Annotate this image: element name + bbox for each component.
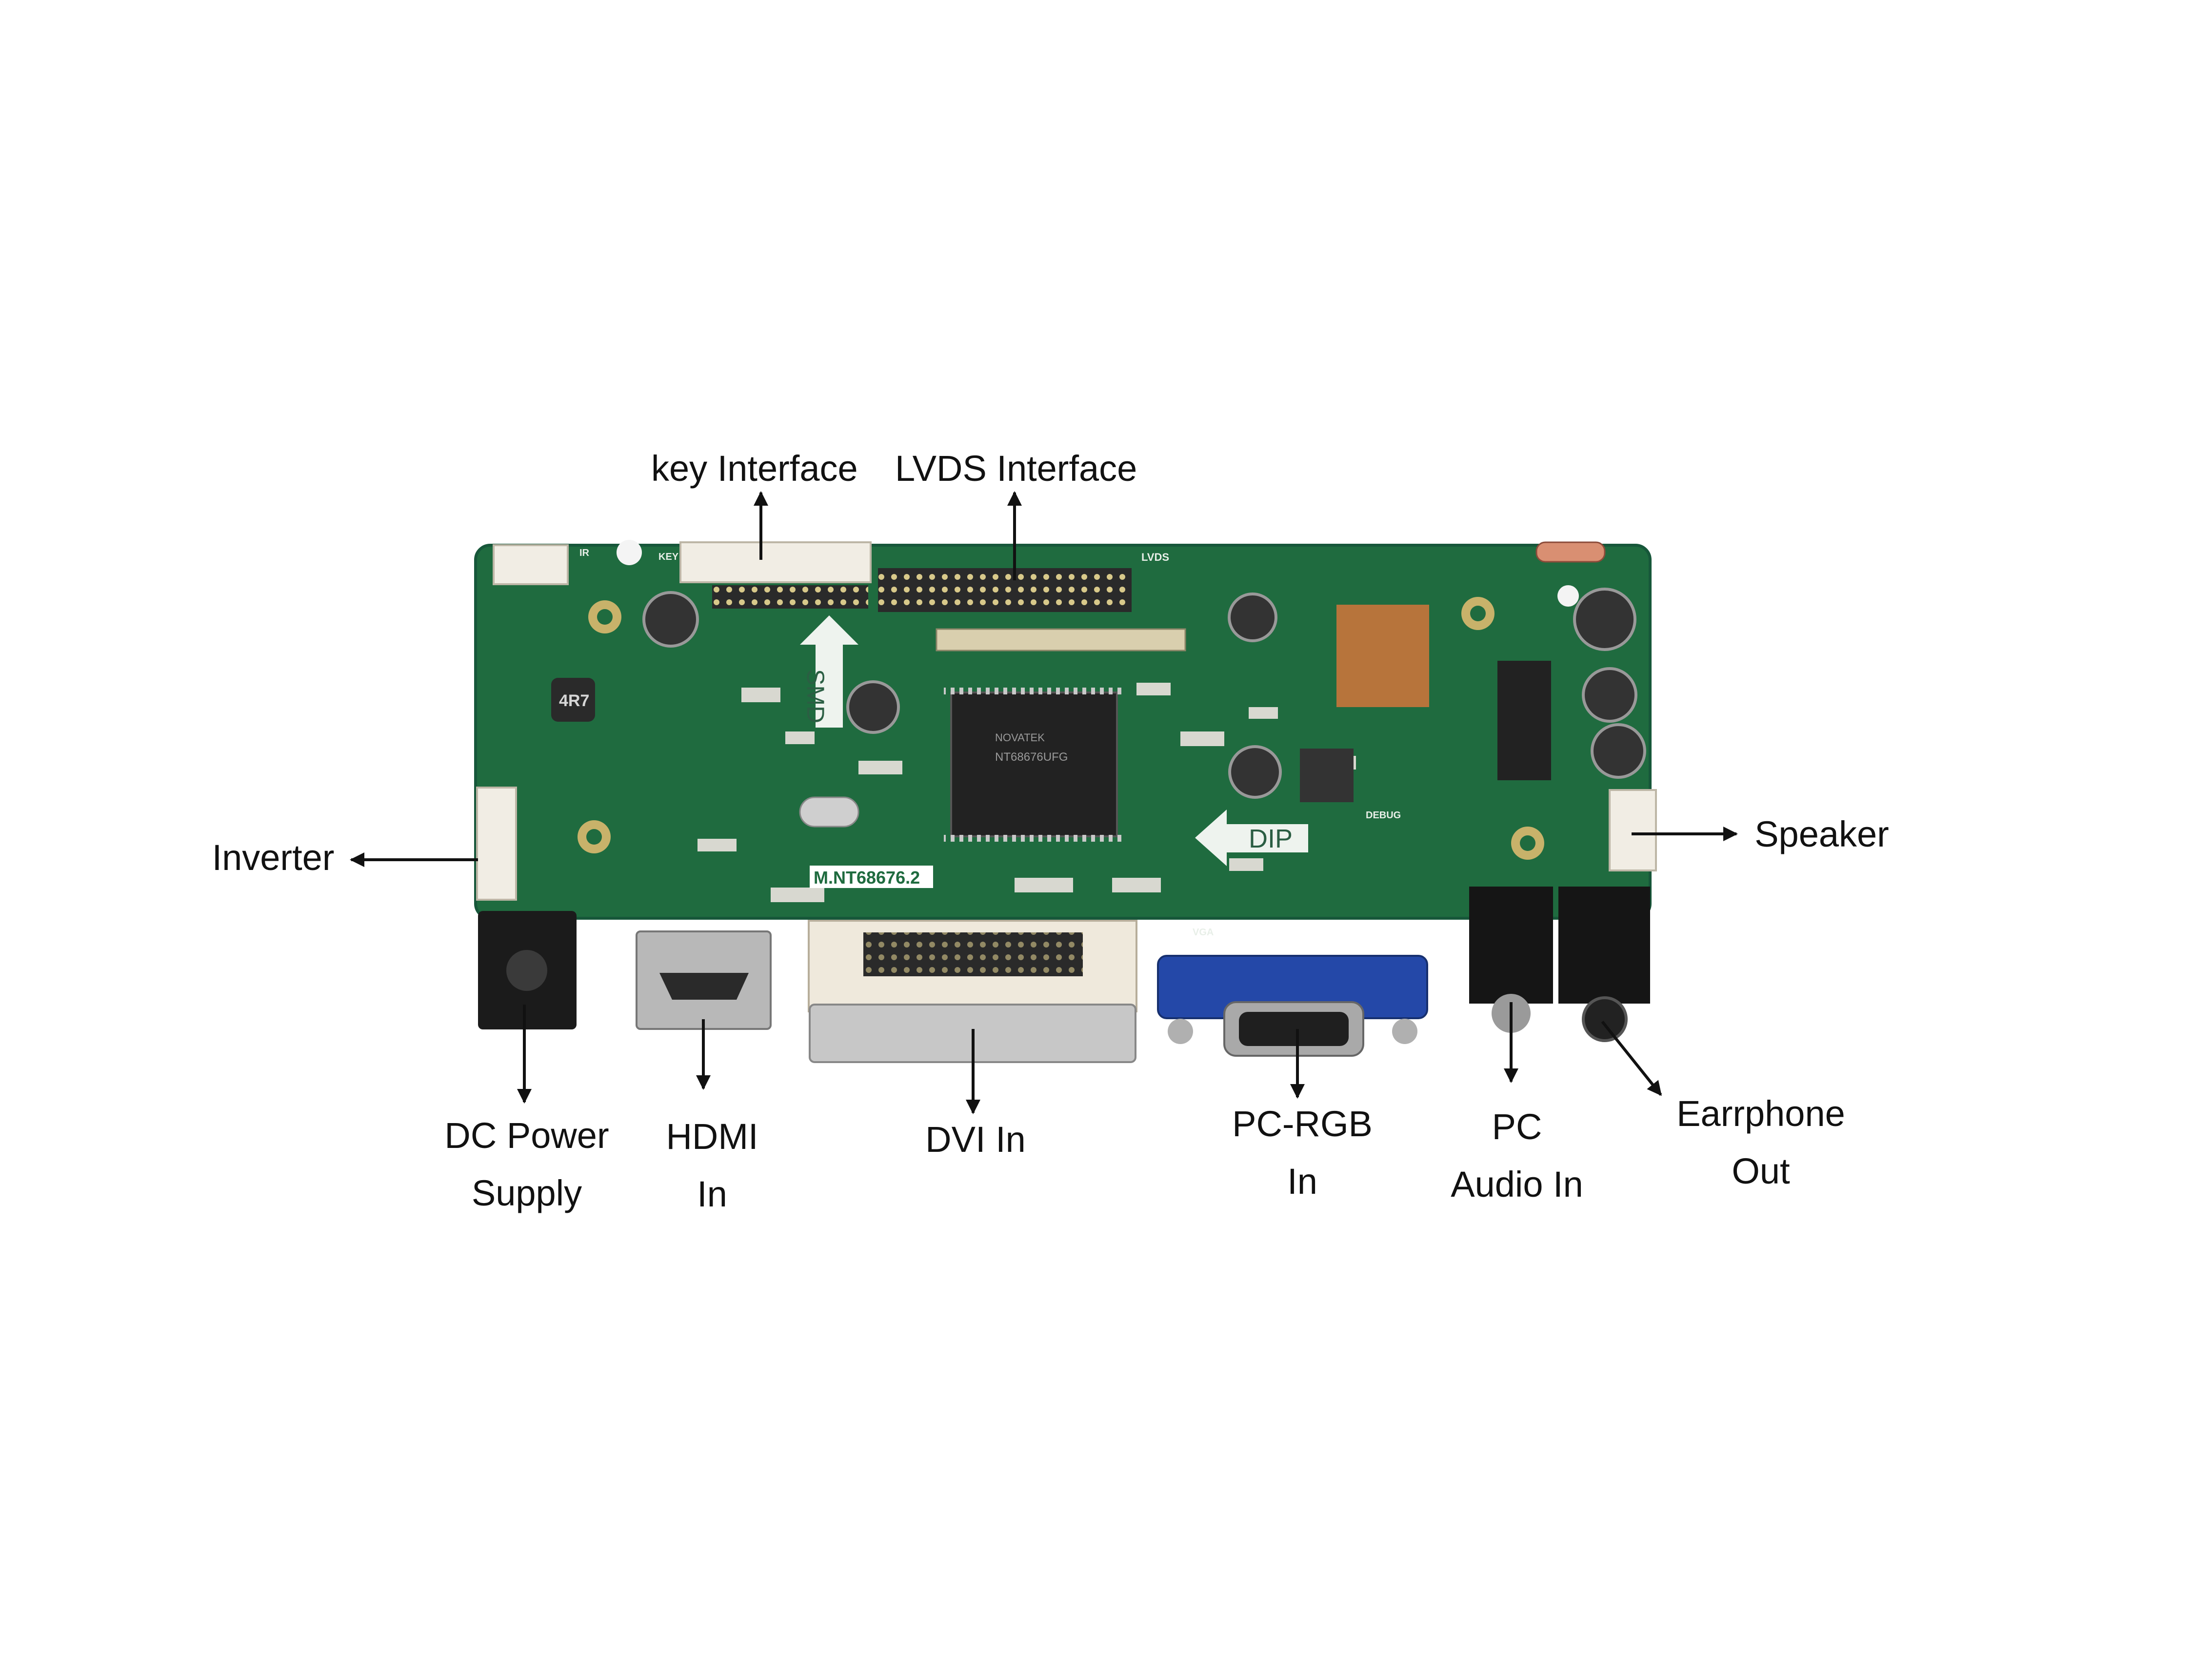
connectors (476, 541, 1657, 1063)
chip-part: NT68676UFG (995, 750, 1068, 764)
capacitor-1 (642, 591, 699, 648)
key-connector (679, 541, 872, 583)
smd-label: SMD (802, 669, 829, 723)
speaker-connector (1609, 789, 1657, 871)
lvds-interface-label: LVDS Interface (895, 448, 1137, 489)
components: 4R7 SMD DIP M.NT68676.2 NOVATEK NT68676U… (551, 541, 1646, 938)
earphone-out-jack (1558, 887, 1650, 1004)
earphone-arrow-icon (1601, 1021, 1662, 1096)
vga-silk: VGA (1193, 927, 1214, 938)
inverter-connector (476, 787, 517, 901)
earphone-out-label: Earrphone Out (1676, 1093, 1845, 1191)
debug-silk: DEBUG (1366, 810, 1401, 821)
copper-pad (1336, 605, 1429, 707)
lvds-silk: LVDS (1141, 551, 1169, 563)
key-interface-label: key Interface (651, 448, 858, 489)
pc-audio-in-jack (1469, 887, 1553, 1004)
inverter-label: Inverter (212, 837, 335, 878)
hdmi-in-label: HDMI In (666, 1116, 758, 1214)
dvi-in-label: DVI In (925, 1119, 1026, 1160)
capacitor-7 (1591, 723, 1646, 779)
dc-power-label: DC Power Supply (444, 1115, 609, 1213)
inductor-4r7 (551, 678, 595, 722)
lvds-fpc-connector (936, 628, 1186, 652)
capacitor-3 (1228, 745, 1282, 799)
model-label: M.NT68676.2 (814, 868, 920, 888)
chip-brand: NOVATEK (995, 731, 1045, 744)
pad-clusters (578, 597, 1544, 860)
capacitor-6 (1582, 667, 1637, 723)
crystal-y1 (799, 796, 859, 828)
capacitor-5 (1573, 588, 1636, 651)
main-scaler-chip (950, 691, 1118, 837)
dip-label: DIP (1249, 824, 1293, 853)
inductor-label: 4R7 (559, 691, 589, 710)
pc-rgb-in-label: PC-RGB In (1232, 1104, 1373, 1202)
ir-silk: IR (579, 548, 590, 558)
key-silk: KEY (658, 552, 679, 562)
capacitor-2 (846, 680, 900, 734)
resistor (1535, 541, 1606, 563)
pc-audio-in-label: PC Audio In (1451, 1106, 1583, 1205)
callout-arrows (350, 491, 1738, 1114)
lvds-header (878, 568, 1132, 612)
regulator-u1 (1300, 749, 1354, 802)
dip-arrow-icon (1195, 810, 1308, 866)
amp-chip (1497, 661, 1551, 780)
key-header-pins (712, 585, 868, 609)
model-label-bg (810, 866, 933, 888)
speaker-label: Speaker (1754, 814, 1889, 854)
ir-connector (493, 544, 569, 585)
capacitor-4 (1228, 592, 1277, 642)
smd-arrow-icon (800, 615, 858, 728)
